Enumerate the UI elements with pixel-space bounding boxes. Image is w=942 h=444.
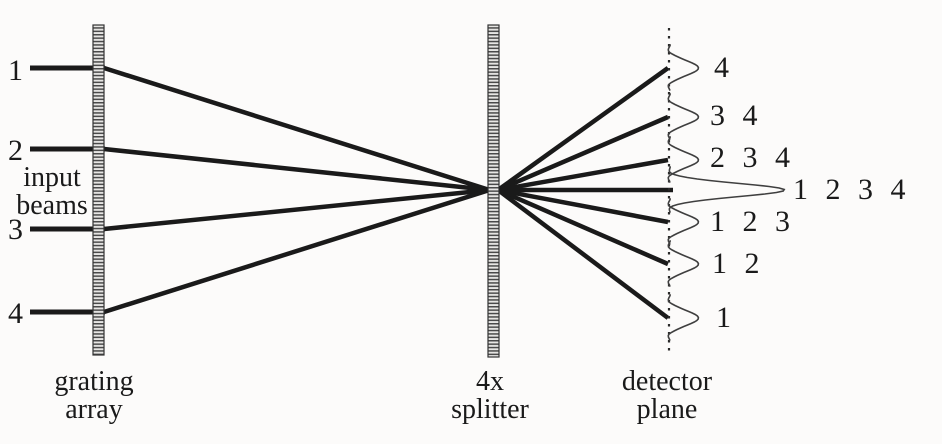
detector-caption-line1: detector [621, 366, 713, 397]
split-beam-lines [496, 66, 673, 320]
detector-profile-1234 [668, 166, 786, 213]
refracted-beam-3 [103, 187, 490, 232]
split-beam-234 [497, 157, 669, 193]
grating-array-caption: grating array [14, 368, 174, 424]
detector-spot-label-1: 1 [716, 301, 731, 334]
input-beams-caption: input beams [2, 164, 102, 220]
splitter-caption-line1: 4x [476, 366, 504, 397]
splitter-rect [487, 24, 500, 358]
detector-spot-label-12: 1 2 [712, 247, 760, 280]
detector-profile-234 [667, 136, 700, 183]
grating-array-rect [92, 24, 105, 356]
split-beam-123 [497, 187, 669, 225]
splitter-bar [487, 24, 500, 358]
splitter-caption: 4x splitter [410, 368, 570, 424]
detector-spot-label-234: 2 3 4 [710, 141, 790, 174]
split-beam-1 [496, 188, 670, 320]
detector-profile-34 [667, 93, 700, 140]
refracted-beam-lines [103, 65, 491, 315]
refracted-beam-2 [103, 146, 490, 193]
grating-array-bar [92, 24, 105, 356]
input-beam-1-label: 1 [8, 54, 23, 87]
input-beams-caption-line2: beams [16, 190, 88, 221]
split-beam-34 [497, 114, 669, 193]
intensity-profiles [667, 44, 786, 341]
detector-caption-line2: plane [636, 394, 698, 425]
grating-caption-line2: array [65, 394, 123, 425]
detector-spot-label-123: 1 2 3 [710, 205, 790, 238]
input-beam-3-label: 3 [8, 213, 23, 246]
detector-spot-label-1234: 1 2 3 4 [793, 173, 906, 206]
detector-spot-label-4: 4 [714, 51, 729, 84]
detector-profile-4 [667, 44, 700, 91]
input-beam-2-label: 2 [8, 134, 23, 167]
detector-profile-1 [667, 294, 700, 341]
detector-plane-caption: detector plane [587, 368, 747, 424]
split-beam-4 [496, 66, 670, 192]
detector-profile-12 [667, 240, 700, 287]
split-beam-12 [497, 187, 669, 267]
detector-spot-label-34: 3 4 [710, 99, 758, 132]
input-beam-4-label: 4 [8, 297, 23, 330]
detector-profile-123 [667, 198, 700, 245]
refracted-beam-4 [103, 187, 491, 315]
splitter-caption-line2: splitter [451, 394, 529, 425]
input-beams-caption-line1: input [23, 162, 81, 193]
refracted-beam-1 [103, 65, 491, 193]
grating-caption-line1: grating [54, 366, 134, 397]
